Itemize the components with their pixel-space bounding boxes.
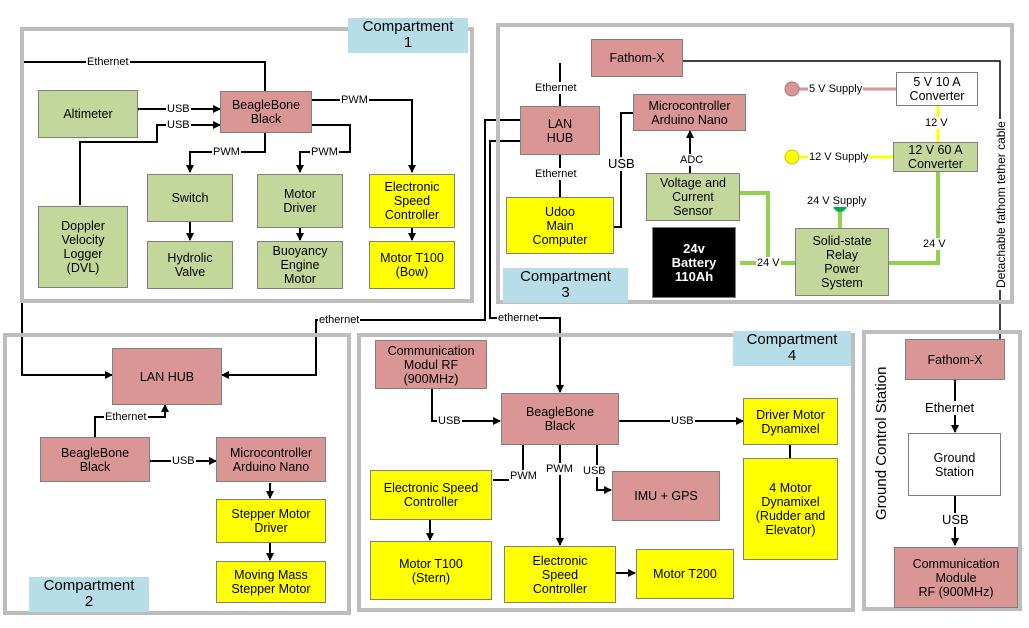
compartment-1 <box>20 27 474 303</box>
label-pwm-stern: PWM <box>509 470 538 482</box>
fathom-x-gcs: Fathom-X <box>905 339 1005 380</box>
label-ethernet-c4: ethernet <box>497 312 540 324</box>
motor-t200: Motor T200 <box>636 549 734 599</box>
altimeter: Altimeter <box>38 90 138 138</box>
buoyancy-engine-motor: Buoyancy Engine Motor <box>257 241 343 289</box>
driver-motor-dynamixel: Driver Motor Dynamixel <box>743 398 838 445</box>
voltage-current-sensor: Voltage and Current Sensor <box>646 173 740 221</box>
ground-control-station <box>862 330 1022 611</box>
communication-rf-c4: Communication Modul RF (900MHz) <box>375 340 487 389</box>
dynamixel-4-motors: 4 Motor Dynamixel (Rudder and Elevator) <box>743 458 838 560</box>
lan-hub-c3: LAN HUB <box>520 106 600 155</box>
imu-gps: IMU + GPS <box>612 471 720 521</box>
label-usb-udoo: USB <box>607 156 636 171</box>
label-pwm-t200: PWM <box>545 463 574 475</box>
motor-t100-stern: Motor T100 (Stern) <box>370 541 492 600</box>
motor-driver: Motor Driver <box>257 174 343 228</box>
arduino-c3: Microcontroller Arduino Nano <box>633 94 746 131</box>
switch: Switch <box>147 174 233 222</box>
compartment-4-tag: Compartment 4 <box>733 331 851 366</box>
converter-12v: 12 V 60 A Converter <box>893 142 978 172</box>
label-usb-imu: USB <box>582 465 607 477</box>
label-24v-supply: 24 V Supply <box>806 195 868 207</box>
udoo-main-computer: Udoo Main Computer <box>506 197 614 254</box>
beaglebone-c4: BeagleBone Black <box>501 393 619 445</box>
stepper-motor-driver: Stepper Motor Driver <box>216 499 326 543</box>
beaglebone-c1: BeagleBone Black <box>220 91 312 133</box>
label-adc: ADC <box>679 154 705 166</box>
label-ethernet-top: Ethernet <box>86 56 130 68</box>
compartment-2 <box>3 333 351 615</box>
label-usb-dynamixel: USB <box>670 415 695 427</box>
motor-t100-bow: Motor T100 (Bow) <box>369 241 455 289</box>
wire-c4-ethernet <box>489 140 564 393</box>
hydrolic-valve: Hydrolic Valve <box>147 241 233 289</box>
label-usb-altimeter: USB <box>166 103 191 115</box>
label-5v-supply: 5 V Supply <box>808 83 864 95</box>
esc-t200: Electronic Speed Controller <box>504 546 616 603</box>
power-sensor-relay <box>740 191 770 263</box>
label-eth-bb-c2: Ethernet <box>104 411 148 423</box>
lan-hub-c2: LAN HUB <box>112 348 222 405</box>
communication-module-rf-gcs: Communication Module RF (900MHz) <box>894 547 1018 608</box>
beaglebone-c2: BeagleBone Black <box>40 437 150 482</box>
power-24v-right <box>889 172 940 265</box>
moving-mass-stepper-motor: Moving Mass Stepper Motor <box>216 561 326 603</box>
label-12v: 12 V <box>924 117 949 129</box>
solid-state-relay: Solid-state Relay Power System <box>795 228 889 296</box>
supply-5v-dot <box>784 81 800 97</box>
compartment-2-tag: Compartment 2 <box>29 577 149 612</box>
label-pwm-switch: PWM <box>212 146 241 158</box>
ground-control-station-title: Ground Control Station <box>873 366 890 520</box>
wire-usb-imu <box>593 438 612 494</box>
compartment-1-tag: Compartment 1 <box>348 18 468 53</box>
wire-c2-ethernet <box>221 119 520 379</box>
wire-usb-rf <box>428 382 501 425</box>
label-pwm-esc: PWM <box>340 94 369 106</box>
label-usb-gcs: USB <box>941 512 970 527</box>
label-eth-fathom-lan: Ethernet <box>534 82 578 94</box>
esc-stern: Electronic Speed Controller <box>370 470 492 520</box>
label-24v-left: 24 V <box>756 257 781 269</box>
compartment-3 <box>496 23 1014 304</box>
esc-c1: Electronic Speed Controller <box>369 174 455 228</box>
ground-station: Ground Station <box>908 433 1001 496</box>
compartment-3-tag: Compartment 3 <box>503 268 628 303</box>
label-usb-dvl: USB <box>166 119 191 131</box>
arduino-c2: Microcontroller Arduino Nano <box>216 437 326 482</box>
label-eth-gcs: Ethernet <box>924 400 976 415</box>
label-tether-cable: Detachable fathom tether cable <box>994 119 1008 290</box>
label-usb-c2: USB <box>171 455 196 467</box>
label-24v-right: 24 V <box>922 238 947 250</box>
wire-pwm-motor <box>296 124 351 173</box>
compartment-4 <box>357 333 855 612</box>
battery-24v: 24v Battery 110Ah <box>652 227 736 298</box>
label-ethernet-c2: ethernet <box>318 314 361 326</box>
supply-12v-dot <box>784 149 800 165</box>
label-12v-supply: 12 V Supply <box>808 151 870 163</box>
label-eth-lan-udoo: Ethernet <box>534 168 578 180</box>
label-usb-rf: USB <box>437 415 462 427</box>
dvl: Doppler Velocity Logger (DVL) <box>38 206 128 288</box>
fathom-x-c3: Fathom-X <box>591 39 683 77</box>
converter-5v: 5 V 10 A Converter <box>896 72 978 106</box>
label-pwm-motor: PWM <box>310 146 339 158</box>
